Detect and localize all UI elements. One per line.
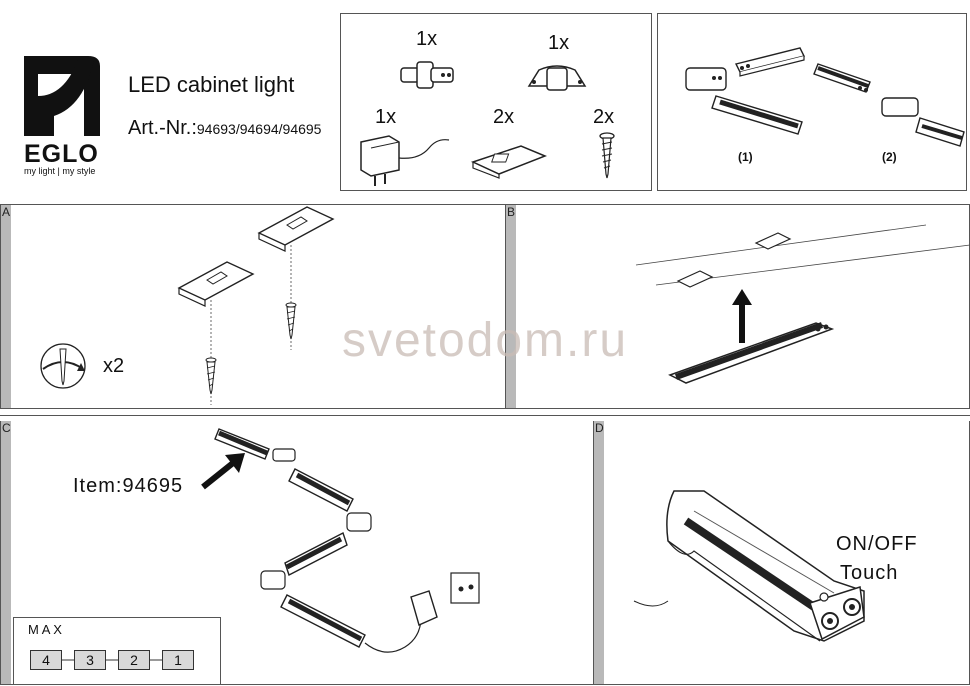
power-adapter-icon bbox=[360, 135, 450, 186]
option-1-label: (1) bbox=[738, 150, 753, 164]
brand-box: EGLO my light | my style LED cabinet lig… bbox=[0, 0, 338, 198]
touch-label-line1: ON/OFF bbox=[836, 533, 918, 555]
clip-with-screw-right-illustration bbox=[257, 206, 335, 350]
divider-middle bbox=[0, 415, 970, 416]
panel-a-sidebar bbox=[1, 205, 11, 408]
option-2-label: (2) bbox=[882, 150, 897, 164]
corner-connector-icon bbox=[527, 65, 587, 91]
article-numbers: 94693/94694/94695 bbox=[196, 121, 322, 137]
qty-corner-connector: 1x bbox=[548, 32, 570, 54]
item-label: Item:94695 bbox=[73, 475, 184, 497]
panel-c: C Item:94695 M A X 4 3 2 1 bbox=[0, 421, 594, 685]
touch-switch-closeup-illustration bbox=[633, 490, 865, 642]
qty-power-adapter: 1x bbox=[375, 106, 397, 128]
panel-c-letter: C bbox=[2, 421, 11, 435]
max-chain-box: M A X 4 3 2 1 bbox=[13, 617, 221, 685]
panel-b: B bbox=[506, 205, 970, 409]
qty-mounting-clip: 2x bbox=[493, 106, 515, 128]
qty-straight-connector: 1x bbox=[416, 28, 438, 50]
screw-count: x2 bbox=[103, 355, 125, 377]
screwdriver-rotation-icon bbox=[40, 343, 86, 389]
panel-c-sidebar bbox=[1, 421, 11, 684]
panel-b-sidebar bbox=[506, 205, 516, 408]
panel-a-letter: A bbox=[2, 205, 11, 219]
panel-a: A x2 bbox=[0, 205, 506, 409]
connection-option-2-illustration bbox=[813, 63, 965, 147]
connection-option-1-illustration bbox=[685, 47, 806, 135]
touch-label-line2: Touch bbox=[840, 562, 899, 584]
eglo-logo-icon bbox=[24, 56, 100, 136]
article-number-line: Art.-Nr.:94693/94694/94695 bbox=[128, 117, 321, 140]
brand-name: EGLO bbox=[24, 140, 99, 168]
cabinet-mount-illustration bbox=[635, 224, 970, 384]
brand-tagline: my light | my style bbox=[24, 166, 96, 176]
panel-d-letter: D bbox=[595, 421, 604, 435]
max-chain-connectors bbox=[62, 659, 162, 661]
panel-b-letter: B bbox=[507, 205, 516, 219]
panel-d: D ON/OFF Touch bbox=[594, 421, 970, 685]
max-cell-2: 2 bbox=[118, 650, 150, 670]
watermark: svetodom.ru bbox=[341, 314, 629, 367]
clip-with-screw-left-illustration bbox=[177, 261, 255, 405]
article-label: Art.-Nr.: bbox=[128, 117, 197, 139]
product-title: LED cabinet light bbox=[128, 72, 295, 97]
mounting-clip-icon bbox=[470, 145, 548, 179]
max-label: M A X bbox=[28, 622, 62, 637]
daisy-chain-illustration bbox=[214, 428, 480, 653]
panel-d-sidebar bbox=[594, 421, 604, 684]
max-cell-1: 1 bbox=[162, 650, 194, 670]
divider-top bbox=[0, 204, 970, 205]
connection-options-box: (1) (2) bbox=[657, 13, 967, 191]
max-cell-4: 4 bbox=[30, 650, 62, 670]
max-cell-3: 3 bbox=[74, 650, 106, 670]
straight-connector-icon bbox=[400, 61, 454, 89]
item-arrow-icon bbox=[201, 453, 245, 490]
qty-screw: 2x bbox=[593, 106, 615, 128]
package-contents-box: 1x 1x 1x 2x 2x bbox=[340, 13, 652, 191]
screw-icon bbox=[599, 132, 615, 179]
